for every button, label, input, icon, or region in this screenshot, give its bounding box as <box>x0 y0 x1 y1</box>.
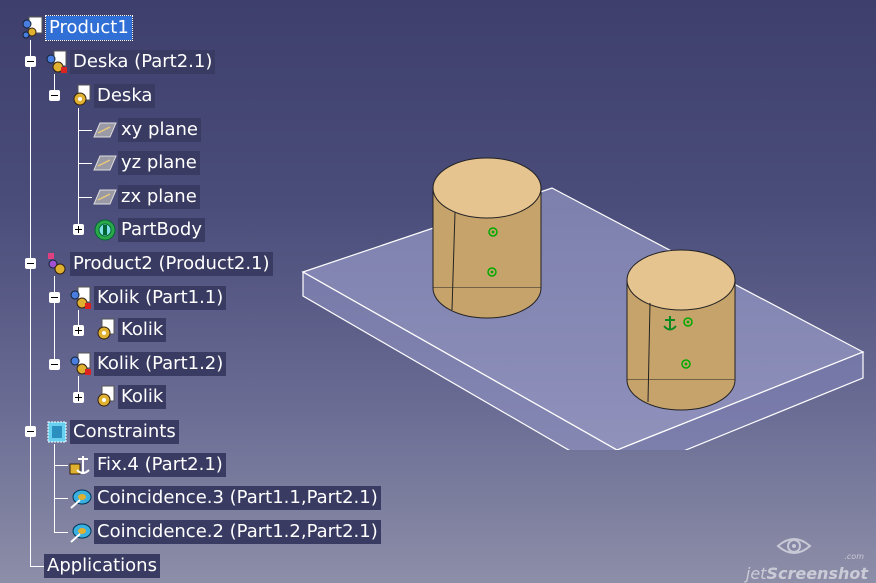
3d-viewport[interactable] <box>290 150 876 480</box>
collapse-toggle-constraints[interactable] <box>25 426 36 437</box>
product-icon <box>44 251 70 277</box>
tree-node-product2[interactable]: Product2 (Product2.1) <box>44 251 273 277</box>
tree-node-kolik2-instance[interactable]: Kolik (Part1.2) <box>68 351 227 377</box>
tree-label-zx-plane: zx plane <box>118 185 200 209</box>
tree-node-xy-plane[interactable]: xy plane <box>92 117 201 143</box>
watermark-text-light: jet <box>745 564 767 583</box>
tree-line-deska-children <box>78 108 79 230</box>
tree-node-kolik1-part[interactable]: Kolik <box>92 317 167 343</box>
tree-node-deska-instance[interactable]: Deska (Part2.1) <box>44 49 216 75</box>
tree-node-zx-plane[interactable]: zx plane <box>92 184 200 210</box>
tree-node-deska-part[interactable]: Deska <box>68 83 156 109</box>
cylinder-kolik-2 <box>626 249 736 411</box>
expand-toggle-kolik2-part[interactable] <box>73 392 84 403</box>
part-icon <box>68 83 94 109</box>
tree-label-deska-part: Deska <box>94 84 156 108</box>
specification-tree: Product1 Deska (Part2.1) Deska xy plane … <box>0 0 420 583</box>
tree-label-kolik2-part: Kolik <box>118 385 167 409</box>
eye-logo-icon <box>776 538 812 554</box>
watermark: jetScreenshot .com <box>745 538 868 583</box>
watermark-suffix: .com <box>844 552 864 561</box>
tree-line-product2 <box>54 276 55 364</box>
tree-line-xy <box>78 130 92 131</box>
tree-node-kolik1-instance[interactable]: Kolik (Part1.1) <box>68 285 227 311</box>
tree-label-applications: Applications <box>44 554 160 578</box>
tree-node-yz-plane[interactable]: yz plane <box>92 150 200 176</box>
tree-label-product1: Product1 <box>45 15 133 41</box>
collapse-toggle-kolik2[interactable] <box>49 359 60 370</box>
watermark-text-bold: Screenshot <box>766 564 868 583</box>
tree-node-constraints[interactable]: Constraints <box>44 419 179 445</box>
tree-line-root <box>30 40 31 566</box>
collapse-toggle-product2[interactable] <box>25 258 36 269</box>
tree-node-coincidence2[interactable]: Coincidence.2 (Part1.2,Part2.1) <box>68 519 381 545</box>
collapse-toggle-deska-instance[interactable] <box>25 56 36 67</box>
part-instance-icon <box>68 285 94 311</box>
part-icon <box>92 384 118 410</box>
tree-node-product1[interactable]: Product1 <box>20 15 133 41</box>
tree-line-fix <box>54 465 68 466</box>
tree-line-deska <box>54 74 55 96</box>
cylinder-kolik-1 <box>432 157 542 319</box>
expand-toggle-partbody[interactable] <box>73 224 84 235</box>
tree-line-constraints <box>54 444 55 532</box>
coincidence-icon <box>68 519 94 545</box>
assembly-geometry <box>301 157 865 480</box>
tree-line-yz <box>78 163 92 164</box>
tree-line-coinc2 <box>54 532 68 533</box>
tree-line-kolik2 <box>78 376 79 397</box>
tree-label-kolik2-instance: Kolik (Part1.2) <box>94 352 227 376</box>
tree-label-deska-instance: Deska (Part2.1) <box>70 50 216 74</box>
part-instance-icon <box>44 49 70 75</box>
tree-label-kolik1-part: Kolik <box>118 318 167 342</box>
collapse-toggle-kolik1[interactable] <box>49 292 60 303</box>
expand-toggle-kolik1-part[interactable] <box>73 325 84 336</box>
plane-icon <box>92 184 118 210</box>
tree-line-applications <box>30 566 44 567</box>
tree-label-xy-plane: xy plane <box>118 118 201 142</box>
part-instance-icon <box>68 351 94 377</box>
tree-label-coincidence3: Coincidence.3 (Part1.1,Part2.1) <box>94 486 381 510</box>
tree-node-applications[interactable]: Applications <box>44 553 160 579</box>
tree-node-kolik2-part[interactable]: Kolik <box>92 384 167 410</box>
tree-label-coincidence2: Coincidence.2 (Part1.2,Part2.1) <box>94 520 381 544</box>
tree-line-coinc3 <box>54 498 68 499</box>
part-icon <box>92 317 118 343</box>
tree-node-partbody[interactable]: PartBody <box>92 217 205 243</box>
tree-node-fix[interactable]: Fix.4 (Part2.1) <box>68 452 226 478</box>
fix-constraint-symbol <box>663 316 677 331</box>
body-gear-icon <box>92 217 118 243</box>
tree-line-zx <box>78 197 92 198</box>
tree-node-coincidence3[interactable]: Coincidence.3 (Part1.1,Part2.1) <box>68 485 381 511</box>
fix-anchor-icon <box>68 452 94 478</box>
tree-line-kolik1 <box>78 310 79 330</box>
plane-icon <box>92 150 118 176</box>
tree-label-yz-plane: yz plane <box>118 151 200 175</box>
plane-icon <box>92 117 118 143</box>
tree-label-partbody: PartBody <box>118 218 205 242</box>
tree-label-constraints: Constraints <box>70 420 179 444</box>
tree-label-fix: Fix.4 (Part2.1) <box>94 453 226 477</box>
coincidence-icon <box>68 485 94 511</box>
constraints-icon <box>44 419 70 445</box>
product-icon <box>20 15 46 41</box>
collapse-toggle-deska-part[interactable] <box>49 90 60 101</box>
tree-label-product2: Product2 (Product2.1) <box>70 252 273 276</box>
tree-label-kolik1-instance: Kolik (Part1.1) <box>94 286 227 310</box>
